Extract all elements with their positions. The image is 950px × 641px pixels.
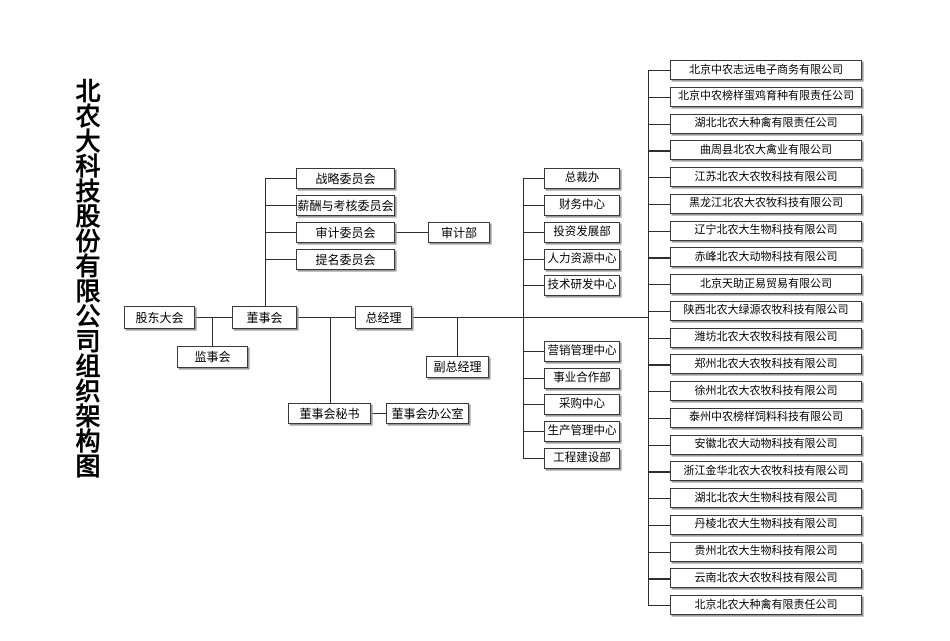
connector-committee-stub-2 xyxy=(265,205,296,207)
node-board-secretary[interactable]: 董事会秘书 xyxy=(288,403,371,424)
node-subsidiary[interactable]: 郑州北农大农牧科技有限公司 xyxy=(670,354,862,375)
connector-secretary-to-office xyxy=(371,413,386,415)
connector-dept-stub-l4 xyxy=(523,431,544,433)
connector-committee-stub-3 xyxy=(265,232,296,234)
connector-drop-deputy-gm xyxy=(457,317,459,356)
connector-audit-committee-to-audit-dept xyxy=(395,232,428,234)
node-board-of-directors[interactable]: 董事会 xyxy=(232,306,297,329)
connector-committee-stub-4 xyxy=(265,259,296,261)
connector-board-to-gm xyxy=(297,317,355,319)
node-subsidiary[interactable]: 丹棱北农大生物科技有限公司 xyxy=(670,514,862,535)
node-subsidiary[interactable]: 曲周县北农大禽业有限公司 xyxy=(670,140,862,161)
node-board-office[interactable]: 董事会办公室 xyxy=(386,403,469,424)
connector-shareholders-to-board xyxy=(195,317,232,319)
node-subsidiary[interactable]: 黑龙江北农大农牧科技有限公司 xyxy=(670,193,862,214)
node-subsidiary[interactable]: 湖北北农大种禽有限责任公司 xyxy=(670,113,862,134)
connector-drop-board-secretary xyxy=(330,317,332,405)
connector-subsidiary-stub xyxy=(648,203,670,206)
node-subsidiary[interactable]: 北京北农大种禽有限责任公司 xyxy=(670,595,862,615)
node-audit-department[interactable]: 审计部 xyxy=(428,222,490,243)
node-dept-marketing-management-center[interactable]: 营销管理中心 xyxy=(544,341,620,362)
connector-dept-stub-u4 xyxy=(523,259,544,261)
node-dept-finance-center[interactable]: 财务中心 xyxy=(544,195,620,216)
node-dept-engineering-construction[interactable]: 工程建设部 xyxy=(544,448,620,469)
connector-dept-stub-l3 xyxy=(523,404,544,406)
connector-subsidiary-stub xyxy=(648,70,670,72)
node-subsidiary[interactable]: 贵州北农大生物科技有限公司 xyxy=(670,541,862,562)
connector-gm-trunk xyxy=(412,317,649,319)
node-subsidiary[interactable]: 徐州北农大农牧科技有限公司 xyxy=(670,381,862,401)
connector-subsidiary-stub xyxy=(648,605,670,607)
connector-dept-stub-u5 xyxy=(523,285,544,287)
connector-dept-stub-l1 xyxy=(523,351,544,353)
connector-subsidiary-stub xyxy=(648,524,670,527)
connector-dept-spine-upper xyxy=(523,178,525,318)
node-subsidiary[interactable]: 江苏北农大农牧科技有限公司 xyxy=(670,167,862,187)
connector-subsidiary-stub xyxy=(648,230,670,232)
connector-subsidiary-stub xyxy=(648,417,670,420)
node-committee-nomination[interactable]: 提名委员会 xyxy=(296,249,395,270)
node-dept-investment-development[interactable]: 投资发展部 xyxy=(544,222,620,243)
page-title: 北农大科技股份有限公司组织架构图 xyxy=(72,78,100,478)
connector-dept-stub-u1 xyxy=(523,178,544,180)
connector-drop-supervisory xyxy=(212,317,214,352)
connector-subsidiary-stub xyxy=(648,123,670,125)
node-deputy-general-manager[interactable]: 副总经理 xyxy=(426,356,489,378)
node-committee-strategy[interactable]: 战略委员会 xyxy=(296,168,395,189)
node-shareholders-meeting[interactable]: 股东大会 xyxy=(124,306,195,329)
connector-subsidiary-stub xyxy=(648,471,670,473)
node-dept-business-cooperation[interactable]: 事业合作部 xyxy=(544,368,620,389)
connector-dept-stub-u3 xyxy=(523,232,544,234)
connector-committee-spine xyxy=(265,178,267,318)
connector-subsidiary-stub xyxy=(648,150,670,152)
connector-subsidiary-stub xyxy=(648,391,670,393)
connector-subsidiary-stub xyxy=(648,364,670,366)
connector-subsidiary-stub xyxy=(648,498,670,500)
connector-subsidiary-stub xyxy=(648,551,670,553)
node-general-manager[interactable]: 总经理 xyxy=(355,306,412,329)
node-subsidiary[interactable]: 赤峰北农大动物科技有限公司 xyxy=(670,247,862,268)
node-subsidiary[interactable]: 潍坊北农大农牧科技有限公司 xyxy=(670,327,862,348)
connector-dept-stub-l2 xyxy=(523,378,544,380)
connector-dept-spine-lower xyxy=(523,317,525,458)
node-dept-president-office[interactable]: 总裁办 xyxy=(544,168,620,189)
connector-subsidiary-stub xyxy=(648,444,670,446)
connector-subsidiary-stub xyxy=(648,96,670,99)
node-subsidiary[interactable]: 北京天助正易贸易有限公司 xyxy=(670,274,862,294)
node-subsidiary[interactable]: 北京中农榜样蛋鸡育种有限责任公司 xyxy=(670,86,862,107)
connector-subsidiary-stub xyxy=(648,257,670,259)
connector-subsidiary-stub xyxy=(648,284,670,286)
node-dept-technology-rd-center[interactable]: 技术研发中心 xyxy=(544,275,620,296)
node-subsidiary[interactable]: 云南北农大农牧科技有限公司 xyxy=(670,568,862,589)
connector-subsidiary-stub xyxy=(648,337,670,339)
node-subsidiary[interactable]: 泰州中农榜样饲料科技有限公司 xyxy=(670,407,862,428)
connector-dept-stub-u2 xyxy=(523,205,544,207)
connector-subsidiary-stub xyxy=(648,578,670,580)
node-dept-production-management-center[interactable]: 生产管理中心 xyxy=(544,421,620,442)
connector-committee-stub-1 xyxy=(265,178,296,180)
node-committee-compensation-appraisal[interactable]: 薪酬与考核委员会 xyxy=(296,195,395,216)
node-subsidiary[interactable]: 湖北北农大生物科技有限公司 xyxy=(670,488,862,508)
node-subsidiary[interactable]: 辽宁北农大生物科技有限公司 xyxy=(670,220,862,241)
node-supervisory-board[interactable]: 监事会 xyxy=(177,346,248,368)
connector-dept-stub-l5 xyxy=(523,458,544,460)
node-subsidiary[interactable]: 浙江金华北农大农牧科技有限公司 xyxy=(670,461,862,482)
node-subsidiary[interactable]: 安徽北农大动物科技有限公司 xyxy=(670,434,862,455)
node-dept-procurement-center[interactable]: 采购中心 xyxy=(544,394,620,415)
connector-subsidiary-stub xyxy=(648,310,670,313)
node-dept-human-resources-center[interactable]: 人力资源中心 xyxy=(544,249,620,270)
node-committee-audit[interactable]: 审计委员会 xyxy=(296,222,395,243)
connector-subsidiary-stub xyxy=(648,177,670,179)
node-subsidiary[interactable]: 北京中农志远电子商务有限公司 xyxy=(670,60,862,80)
node-subsidiary[interactable]: 陕西北农大绿源农牧科技有限公司 xyxy=(670,300,862,321)
